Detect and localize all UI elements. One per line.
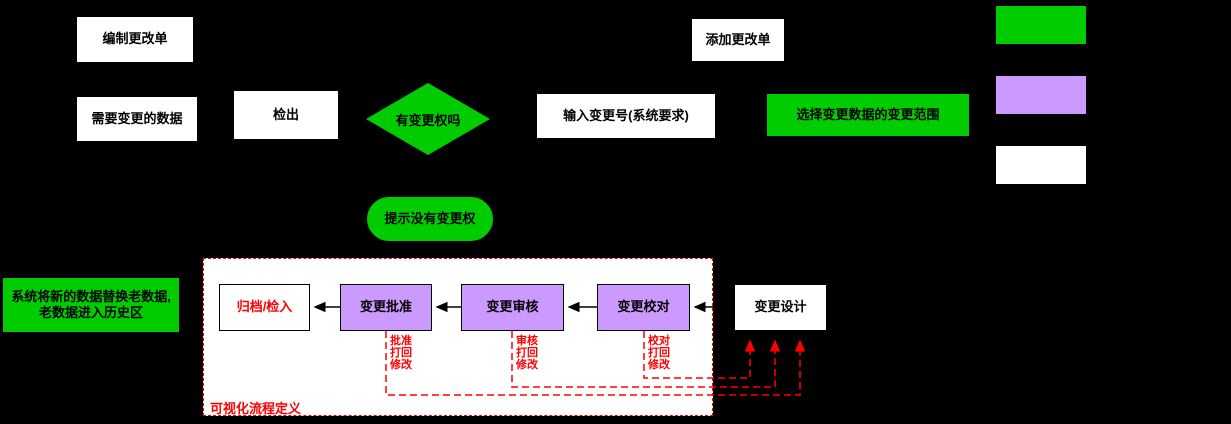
node-checkout: 检出 xyxy=(233,90,339,140)
decision-has-change-permission: 有变更权吗 xyxy=(366,83,490,155)
action-line: 修改 xyxy=(390,359,412,371)
action-line: 修改 xyxy=(648,359,670,371)
action-group-proofread: 校对 打回 修改 xyxy=(648,335,670,371)
node-create-change-order: 编制更改单 xyxy=(76,16,194,63)
action-group-approve: 批准 打回 修改 xyxy=(390,335,412,371)
node-change-review: 变更审核 xyxy=(461,284,564,331)
action-line: 校对 xyxy=(648,335,670,347)
process-definition-box xyxy=(203,258,713,416)
node-archive-checkin: 归档/检入 xyxy=(219,284,310,331)
action-line: 打回 xyxy=(390,347,412,359)
legend-swatch-green xyxy=(996,6,1086,44)
action-group-review: 审核 打回 修改 xyxy=(516,335,538,371)
action-line: 打回 xyxy=(516,347,538,359)
prompt-no-change-permission: 提示没有变更权 xyxy=(366,196,494,242)
node-add-change-order: 添加更改单 xyxy=(691,18,785,62)
action-line: 打回 xyxy=(648,347,670,359)
action-line: 批准 xyxy=(390,335,412,347)
note-data-replacement: 系统将新的数据替换老数据,老数据进入历史区 xyxy=(2,277,180,333)
node-change-approve: 变更批准 xyxy=(340,284,432,331)
legend-swatch-purple xyxy=(996,76,1086,114)
node-change-proofread: 变更校对 xyxy=(597,284,690,331)
node-data-to-change: 需要变更的数据 xyxy=(76,96,198,142)
process-definition-label: 可视化流程定义 xyxy=(210,401,302,416)
legend-swatch-white xyxy=(996,146,1086,184)
action-line: 修改 xyxy=(516,359,538,371)
node-enter-change-number: 输入变更号(系统要求) xyxy=(536,93,716,139)
node-select-change-scope: 选择变更数据的变更范围 xyxy=(766,93,970,137)
node-change-design: 变更设计 xyxy=(734,284,827,331)
action-line: 审核 xyxy=(516,335,538,347)
